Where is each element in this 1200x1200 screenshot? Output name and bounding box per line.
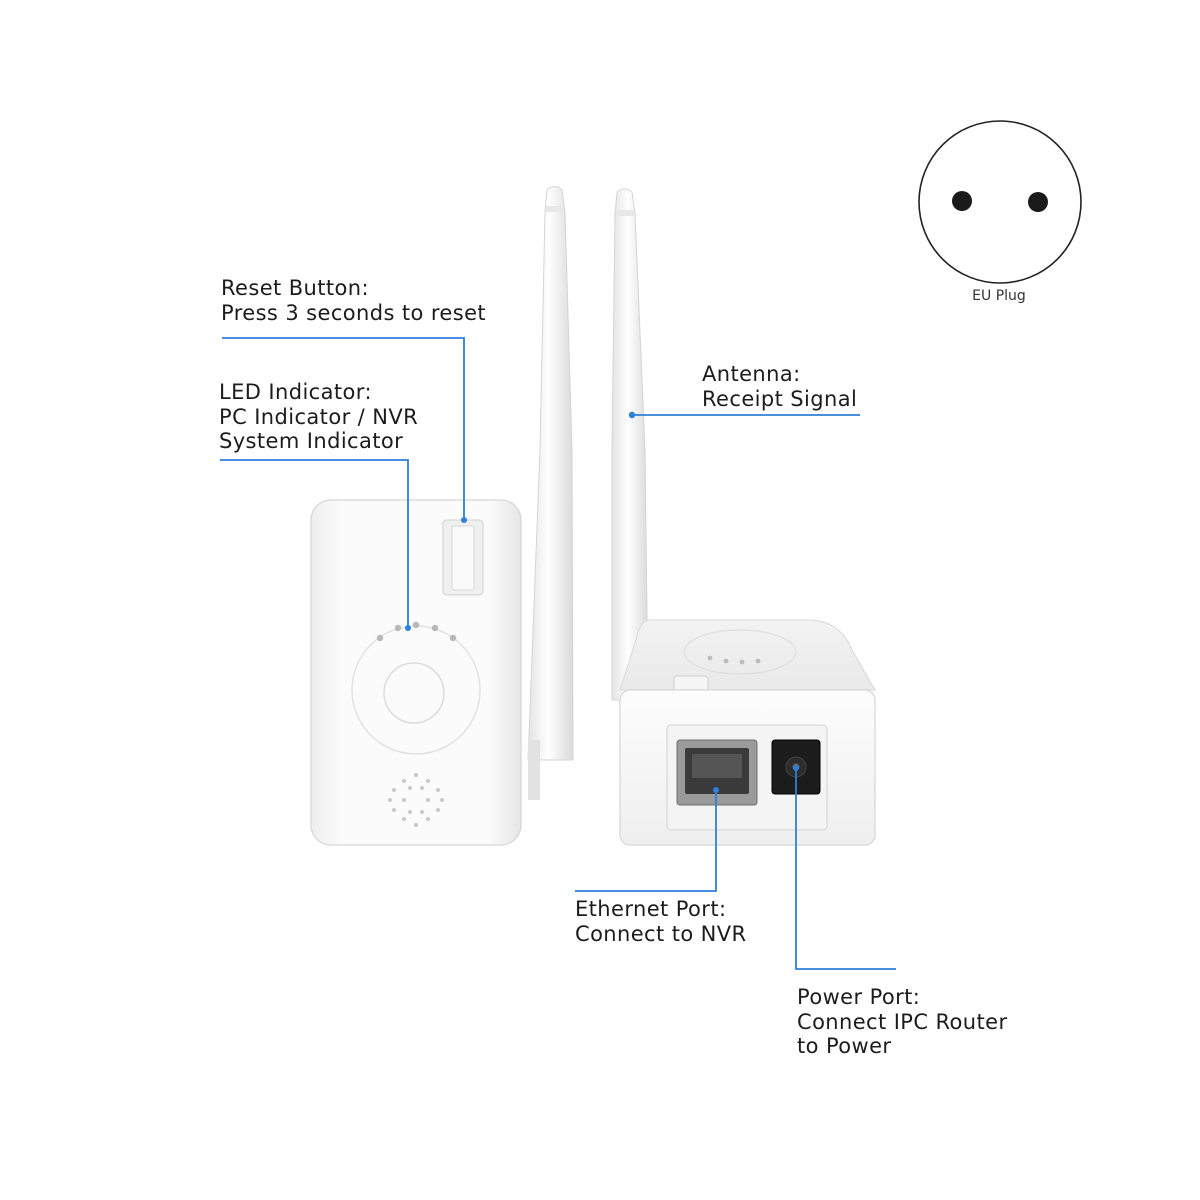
- antenna-callout-desc: Receipt Signal: [702, 386, 858, 411]
- reset-callout-title: Reset Button:: [221, 276, 369, 300]
- reset-button: [442, 519, 484, 596]
- led-callout-desc-2: System Indicator: [219, 429, 404, 453]
- power-callout-title: Power Port:: [797, 985, 921, 1009]
- antenna-callout: Antenna: Receipt Signal: [702, 362, 857, 411]
- reset-callout-desc: Press 3 seconds to reset: [221, 300, 487, 325]
- ethernet-leader: [575, 790, 717, 892]
- ethernet-callout-desc: Connect to NVR: [575, 921, 747, 946]
- router-front-view: [310, 499, 522, 846]
- reset-button-callout: Reset Button: Press 3 seconds to reset: [221, 276, 486, 325]
- right-antenna: [611, 188, 649, 701]
- power-leader: [795, 768, 896, 970]
- leader-lines: [220, 337, 896, 970]
- led-leader: [220, 459, 409, 628]
- power-port-callout: Power Port: Connect IPC Router to Power: [797, 985, 1008, 1059]
- ethernet-port-callout: Ethernet Port: Connect to NVR: [575, 897, 747, 946]
- power-callout-desc-1: Connect IPC Router: [797, 1009, 1008, 1034]
- left-antenna: [527, 186, 574, 800]
- plug-caption: EU Plug: [972, 288, 1026, 304]
- reset-leader: [222, 337, 465, 520]
- led-callout-title: LED Indicator:: [219, 380, 372, 404]
- ethernet-callout-title: Ethernet Port:: [575, 897, 727, 921]
- led-indicator: [351, 621, 481, 755]
- led-callout-desc-1: PC Indicator / NVR: [219, 404, 419, 429]
- power-callout-desc-2: to Power: [797, 1034, 892, 1058]
- antenna-callout-title: Antenna:: [702, 362, 801, 386]
- led-indicator-callout: LED Indicator: PC Indicator / NVR System…: [219, 380, 418, 454]
- eu-plug-icon: [918, 120, 1082, 284]
- router-rear-view: [619, 619, 876, 846]
- rj45-port-icon: [676, 739, 758, 806]
- speaker-grille: [388, 773, 444, 827]
